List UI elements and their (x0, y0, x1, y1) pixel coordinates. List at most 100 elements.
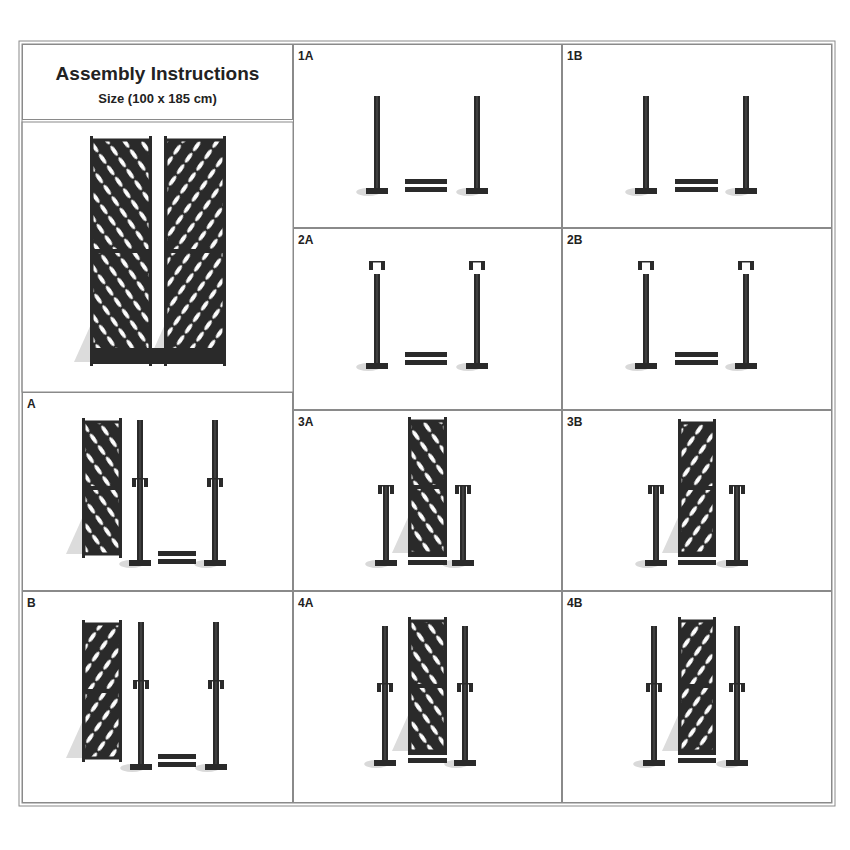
panel-bar (410, 684, 445, 688)
step-panel: 1A (293, 44, 562, 228)
title-cell: Assembly InstructionsSize (100 x 185 cm) (22, 44, 293, 120)
post-groove (737, 485, 738, 560)
panel-bar (680, 684, 714, 688)
post-groove (465, 626, 466, 760)
post (743, 96, 749, 194)
base-plate (205, 764, 227, 770)
post-groove (746, 274, 747, 363)
shadow (392, 513, 410, 553)
base-plate (374, 760, 396, 766)
post-groove (377, 96, 378, 188)
clip (378, 485, 394, 487)
panel-frame (444, 617, 447, 755)
slat (405, 187, 447, 192)
screen-panel (680, 621, 714, 751)
panel-frame (713, 419, 716, 557)
slat (678, 758, 716, 763)
step-label: 2A (294, 229, 313, 247)
slat (675, 360, 718, 365)
slat (408, 750, 447, 755)
base-plate (735, 363, 757, 369)
product-photo-frame (22, 122, 293, 392)
size-text: Size (100 x 185 cm) (23, 91, 292, 106)
slat (158, 754, 196, 759)
base-plate (129, 560, 151, 566)
clip (133, 680, 149, 682)
clip (738, 261, 754, 263)
clip (648, 485, 664, 487)
base (92, 348, 224, 364)
post (734, 626, 740, 766)
post-groove (477, 96, 478, 188)
panel-frame (119, 620, 122, 762)
post (460, 485, 466, 566)
clip (638, 261, 654, 263)
post (474, 274, 480, 369)
post-groove (385, 626, 386, 760)
step-panel: 3B (562, 410, 832, 591)
post (643, 274, 649, 369)
panel-frame (82, 620, 85, 762)
panel-frame (678, 419, 681, 557)
shadow (66, 718, 84, 758)
clip (457, 683, 473, 685)
base-plate (635, 188, 657, 194)
clip (729, 485, 745, 487)
slat (678, 750, 716, 755)
slat (408, 560, 447, 565)
clip (377, 683, 393, 685)
panel-bar (166, 249, 224, 253)
slat (405, 360, 447, 365)
post-groove (215, 420, 216, 560)
slat (678, 560, 716, 565)
post (137, 420, 143, 566)
post (383, 485, 389, 566)
panel-frame (444, 417, 447, 557)
step-label: 4B (563, 592, 582, 610)
panel-frame (408, 417, 411, 557)
post-groove (746, 96, 747, 188)
slat (158, 551, 196, 556)
screen-panel (92, 140, 150, 362)
slat (678, 552, 716, 557)
panel-frame (678, 617, 681, 755)
post (474, 96, 480, 194)
panel-frame (149, 136, 152, 366)
step-panel: A (22, 392, 293, 591)
base-plate (454, 760, 476, 766)
step-label: 1A (294, 45, 313, 63)
clip (369, 261, 385, 263)
screen-panel (84, 624, 120, 758)
clip (207, 478, 223, 480)
shadow (66, 514, 84, 554)
post-groove (463, 485, 464, 560)
step-label: B (23, 592, 36, 610)
post (643, 96, 649, 194)
panel-frame (90, 136, 93, 366)
post-groove (737, 626, 738, 760)
post (734, 485, 740, 566)
post (213, 622, 219, 770)
base-plate (366, 188, 388, 194)
base-plate (735, 188, 757, 194)
base-plate (366, 363, 388, 369)
panel-frame (713, 617, 716, 755)
step-label: 2B (563, 229, 582, 247)
slat (675, 179, 718, 184)
base-plate (726, 760, 748, 766)
post-groove (216, 622, 217, 764)
base-plate (645, 560, 667, 566)
post-groove (386, 485, 387, 560)
slat (158, 762, 196, 767)
post-groove (477, 274, 478, 363)
post-groove (141, 622, 142, 764)
step-label: 4A (294, 592, 313, 610)
slat (675, 352, 718, 357)
slat (405, 179, 447, 184)
panel-frame (408, 617, 411, 755)
step-panel: 3A (293, 410, 562, 591)
clip (132, 478, 148, 480)
step-panel: 4A (293, 591, 562, 803)
step-label: 1B (563, 45, 582, 63)
